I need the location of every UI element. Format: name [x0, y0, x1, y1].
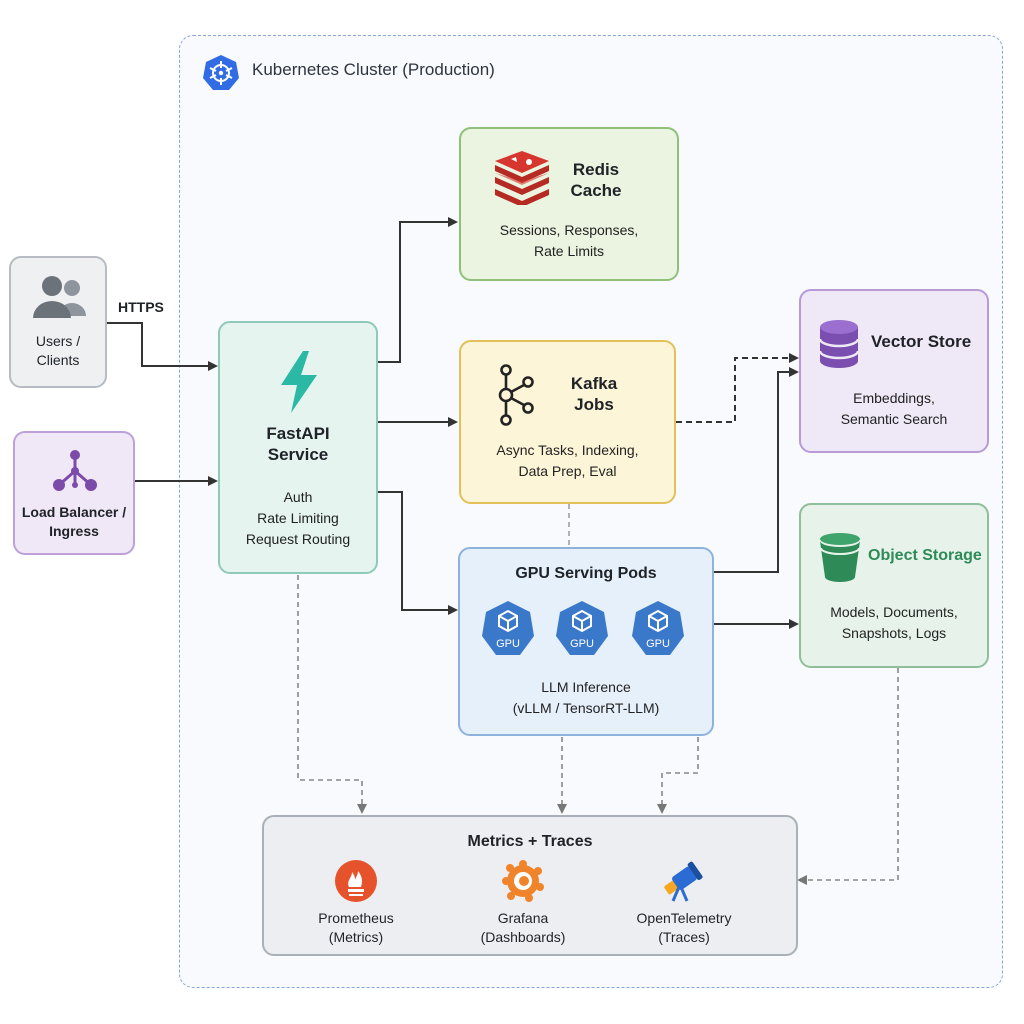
vector-title: Vector Store [871, 332, 972, 351]
fastapi-body: Auth Rate Limiting Request Routing [245, 489, 351, 547]
fastapi-to-gpu-edge [378, 491, 458, 615]
database-icon [818, 319, 860, 374]
kafka-title: Kafka Jobs [570, 374, 618, 414]
gpu-icon: GPU [630, 599, 686, 659]
metrics-traces-node[interactable]: Metrics + Traces Prometheus (Metrics) Gr… [262, 815, 798, 956]
load-balancer-label: Load Balancer / Ingress [21, 504, 127, 539]
grafana-label: Grafana (Dashboards) [480, 910, 566, 945]
gpu-to-vector-edge [714, 367, 799, 573]
users-to-fastapi-edge [106, 322, 218, 371]
redis-title: Redis Cache [570, 160, 622, 200]
lightning-icon [277, 351, 321, 418]
prometheus-icon [334, 859, 378, 908]
gpu-title: GPU Serving Pods [515, 565, 657, 582]
redis-body: Sessions, Responses, Rate Limits [499, 222, 639, 259]
gpu-badge-label: GPU [496, 638, 520, 650]
object-storage-body: Models, Documents, Snapshots, Logs [830, 604, 958, 641]
kafka-jobs-node[interactable]: Kafka Jobs Async Tasks, Indexing, Data P… [459, 340, 676, 504]
users-label: Users / Clients [35, 333, 81, 368]
load-balancer-node[interactable]: Load Balancer / Ingress [13, 431, 135, 555]
kafka-icon [496, 364, 536, 431]
gpu-body: LLM Inference (vLLM / TensorRT-LLM) [512, 679, 660, 716]
cluster-title: Kubernetes Cluster (Production) [252, 60, 495, 79]
bucket-icon [818, 531, 862, 588]
kafka-body: Async Tasks, Indexing, Data Prep, Eval [496, 442, 639, 479]
fastapi-title: FastAPI Service [266, 424, 330, 464]
object-storage-node[interactable]: Object Storage Models, Documents, Snapsh… [799, 503, 989, 668]
gpu-icon: GPU [480, 599, 536, 659]
redis-cache-node[interactable]: Redis Cache Sessions, Responses, Rate Li… [459, 127, 679, 281]
https-edge-label: HTTPS [118, 299, 164, 315]
fastapi-to-metrics-edge [297, 575, 367, 814]
gpu-icon: GPU [554, 599, 610, 659]
users-clients-node[interactable]: Users / Clients [9, 256, 107, 388]
redis-icon [493, 151, 551, 210]
users-icon [28, 274, 90, 325]
opentelemetry-label: OpenTelemetry (Traces) [636, 910, 732, 945]
load-balancer-icon [51, 449, 99, 498]
objectstorage-to-metrics-edge [797, 668, 899, 885]
object-storage-title: Object Storage [868, 547, 982, 564]
fastapi-to-redis-edge [378, 217, 458, 363]
vector-body: Embeddings, Semantic Search [840, 390, 948, 427]
fastapi-service-node[interactable]: FastAPI Service Auth Rate Limiting Reque… [218, 321, 378, 574]
gpu-badge-label: GPU [570, 638, 594, 650]
gpu-to-metrics-edge-2 [657, 737, 699, 814]
gpu-badge-label: GPU [646, 638, 670, 650]
grafana-icon [501, 859, 545, 908]
prometheus-label: Prometheus (Metrics) [318, 910, 394, 945]
telescope-icon [659, 857, 705, 908]
vector-store-node[interactable]: Vector Store Embeddings, Semantic Search [799, 289, 989, 453]
gpu-serving-pods-node[interactable]: GPU Serving Pods GPU GPU GPU LLM Inferen… [458, 547, 714, 736]
kafka-to-vector-edge [676, 353, 799, 423]
kubernetes-icon [202, 54, 240, 92]
metrics-title: Metrics + Traces [467, 833, 593, 850]
